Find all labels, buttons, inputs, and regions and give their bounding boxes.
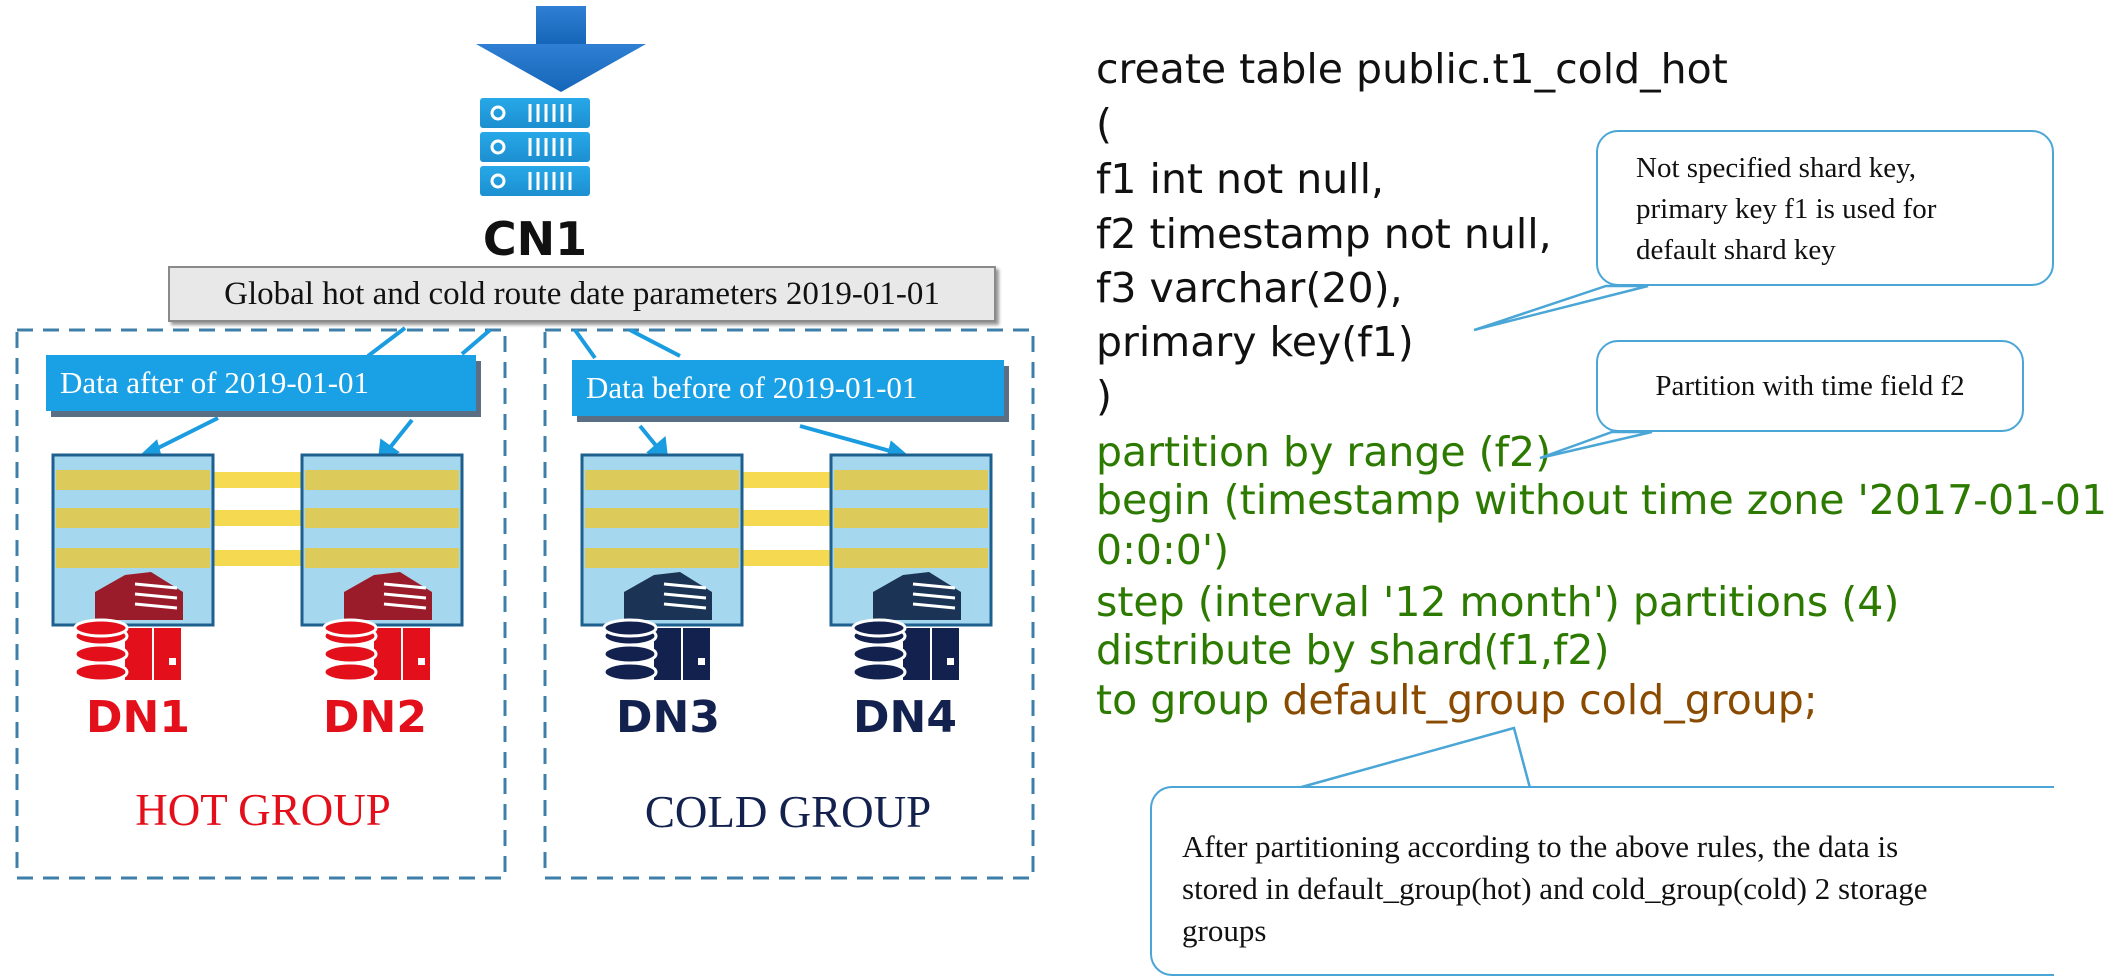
partition-stripes: [210, 472, 836, 566]
dn2-storage-block: [300, 453, 464, 683]
shard-key-callout-line-1: Not specified shard key,: [1636, 152, 1916, 184]
database-icon: [73, 618, 129, 683]
shard-key-callout: Not specified shard key, primary key f1 …: [1596, 130, 2054, 286]
code-line-4: f2 timestamp not null,: [1096, 210, 1552, 258]
code-line-8: partition by range (f2): [1096, 428, 1552, 476]
diagram-canvas: CN1 Global hot and cold route date param…: [15, 6, 2107, 976]
code-line-11: step (interval '12 month') partitions (4…: [1096, 578, 1900, 626]
incoming-arrow-icon: [476, 6, 646, 92]
server-icon: [624, 572, 712, 680]
cold-data-banner: Data before of 2019-01-01: [572, 360, 1004, 416]
partition-pointer: [1539, 430, 1653, 460]
code-line-5: f3 varchar(20),: [1096, 264, 1403, 312]
storage-callout: After partitioning according to the abov…: [1150, 786, 2054, 976]
shard-key-pointer: [1473, 284, 1649, 332]
code-line-3: f1 int not null,: [1096, 155, 1385, 203]
dn4-label: DN4: [853, 692, 957, 743]
code-line-6: primary key(f1): [1096, 318, 1414, 366]
server-icon: [344, 572, 432, 680]
partition-callout: Partition with time field f2: [1596, 340, 2024, 432]
dn2-label: DN2: [323, 692, 427, 743]
architecture-diagram: [15, 6, 1035, 880]
database-icon: [322, 618, 378, 683]
coordinator-label: CN1: [482, 212, 588, 266]
server-icon: [95, 572, 183, 680]
hot-group-label: HOT GROUP: [135, 785, 391, 835]
code-line-7: ): [1096, 372, 1112, 420]
cold-group-container: [543, 328, 1035, 880]
storage-callout-line-2: stored in default_group(hot) and cold_gr…: [1182, 871, 1928, 906]
hot-data-banner: Data after of 2019-01-01: [46, 355, 476, 411]
dn1-storage-block: [51, 453, 215, 683]
code-line-1: create table public.t1_cold_hot: [1096, 45, 1728, 93]
storage-callout-line-3: groups: [1182, 913, 1267, 948]
storage-callout-line-1: After partitioning according to the abov…: [1182, 829, 1899, 864]
server-rack-icon: [480, 98, 590, 196]
route-connectors: [366, 326, 681, 360]
data-nodes-layer: [51, 453, 993, 683]
database-icon: [851, 618, 907, 683]
shard-key-callout-line-3: default shard key: [1636, 234, 1836, 266]
code-line-10: 0:0:0'): [1096, 526, 1230, 574]
storage-pointer: [1297, 726, 1532, 790]
code-line-9: begin (timestamp without time zone '2017…: [1096, 476, 2107, 524]
code-line-13: to group default_group cold_group;: [1096, 676, 1818, 724]
code-line-13-groups: default_group cold_group;: [1282, 676, 1818, 724]
cold-group-label: COLD GROUP: [644, 787, 932, 837]
route-date-banner: Global hot and cold route date parameter…: [168, 266, 996, 322]
dn1-label: DN1: [86, 692, 190, 743]
dn3-storage-block: [580, 453, 744, 683]
code-line-2: (: [1096, 100, 1112, 148]
code-line-13-prefix: to group: [1096, 676, 1283, 724]
shard-key-callout-line-2: primary key f1 is used for: [1636, 193, 1937, 225]
server-icon: [873, 572, 961, 680]
dn3-label: DN3: [616, 692, 720, 743]
dn4-storage-block: [829, 453, 993, 683]
distribution-arrows: [134, 416, 911, 464]
hot-group-container: [15, 328, 507, 880]
database-icon: [602, 618, 658, 683]
code-line-12: distribute by shard(f1,f2): [1096, 626, 1610, 674]
